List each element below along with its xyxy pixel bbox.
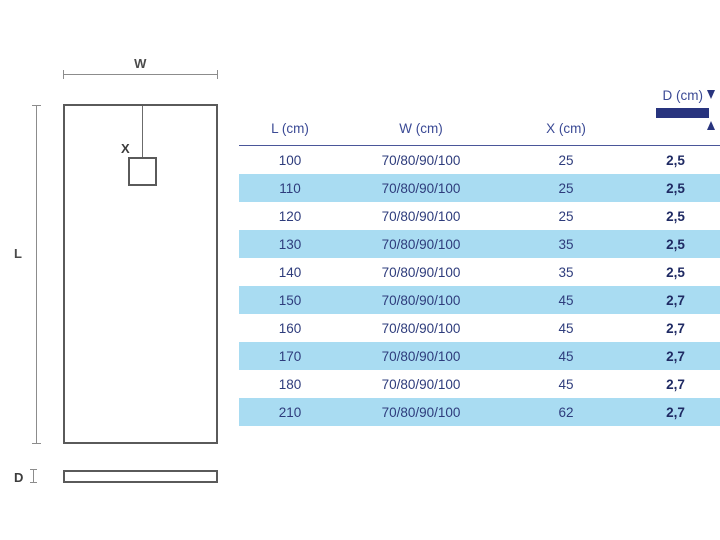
- table-cell-w: 70/80/90/100: [341, 398, 501, 426]
- table-cell-d: 2,5: [666, 264, 685, 280]
- table-row: 100 70/80/90/100 25 2,5: [239, 146, 720, 175]
- column-header-x: X (cm): [501, 88, 631, 146]
- table-cell-x: 45: [558, 376, 574, 392]
- table-cell-x: 62: [501, 398, 631, 426]
- table-cell-l: 160: [278, 320, 302, 336]
- table-cell-d: 2,7: [631, 398, 720, 426]
- table-cell-l: 120: [278, 208, 302, 224]
- table-cell-d: 2,7: [666, 376, 685, 392]
- table-cell-w: 70/80/90/100: [381, 208, 461, 224]
- table-cell-x: 45: [501, 342, 631, 370]
- table-cell-w: 70/80/90/100: [381, 376, 461, 392]
- table-cell-w: 70/80/90/100: [341, 174, 501, 202]
- table-cell-x: 25: [558, 152, 574, 168]
- table-cell-w: 70/80/90/100: [341, 230, 501, 258]
- table-cell-l: 100: [278, 152, 302, 168]
- table-cell-d: 2,7: [666, 320, 685, 336]
- arrow-up-icon: [707, 121, 715, 130]
- table-cell-l: 150: [239, 286, 341, 314]
- width-dimension-line: [63, 70, 218, 79]
- table-row: 160 70/80/90/100 45 2,7: [239, 314, 720, 342]
- table-cell-d: 2,5: [666, 208, 685, 224]
- shower-tray-plan-view: [63, 104, 218, 444]
- table-row: 140 70/80/90/100 35 2,5: [239, 258, 720, 286]
- table-cell-w: 70/80/90/100: [341, 342, 501, 370]
- depth-dimension-tick: [30, 469, 37, 483]
- table-cell-x: 25: [558, 208, 574, 224]
- table-cell-x: 25: [501, 174, 631, 202]
- table-cell-l: 180: [278, 376, 302, 392]
- table-cell-l: 140: [278, 264, 302, 280]
- column-header-l: L (cm): [239, 88, 341, 146]
- table-cell-x: 35: [501, 230, 631, 258]
- depth-dimension-label: D: [14, 470, 24, 485]
- table-cell-w: 70/80/90/100: [381, 264, 461, 280]
- table-cell-w: 70/80/90/100: [381, 152, 461, 168]
- table-cell-w: 70/80/90/100: [341, 286, 501, 314]
- drain-offset-label: X: [121, 141, 130, 156]
- table-cell-x: 45: [558, 320, 574, 336]
- table-cell-d: 2,7: [631, 342, 720, 370]
- table-cell-l: 130: [239, 230, 341, 258]
- table-row: 120 70/80/90/100 25 2,5: [239, 202, 720, 230]
- table-cell-l: 110: [239, 174, 341, 202]
- depth-column-header-graphic: D (cm): [631, 88, 720, 138]
- table-cell-d: 2,5: [631, 174, 720, 202]
- technical-drawing: W L X D: [0, 0, 240, 540]
- column-header-w: W (cm): [341, 88, 501, 146]
- table-cell-w: 70/80/90/100: [381, 320, 461, 336]
- table-row: 180 70/80/90/100 45 2,7: [239, 370, 720, 398]
- table-cell-x: 45: [501, 286, 631, 314]
- depth-bar-graphic: [656, 108, 709, 118]
- width-dimension-label: W: [134, 56, 147, 71]
- table-cell-d: 2,7: [631, 286, 720, 314]
- length-dimension-label: L: [14, 246, 22, 261]
- table-cell-l: 210: [239, 398, 341, 426]
- depth-column-label: D (cm): [662, 88, 704, 103]
- table-cell-d: 2,5: [666, 152, 685, 168]
- shower-tray-side-view: [63, 470, 218, 483]
- table-cell-d: 2,5: [631, 230, 720, 258]
- table-cell-x: 35: [558, 264, 574, 280]
- drain-square: [128, 157, 157, 186]
- length-dimension-line: [32, 105, 41, 444]
- arrow-down-icon: [707, 90, 715, 99]
- drain-leader-line: [142, 106, 143, 172]
- table-cell-l: 170: [239, 342, 341, 370]
